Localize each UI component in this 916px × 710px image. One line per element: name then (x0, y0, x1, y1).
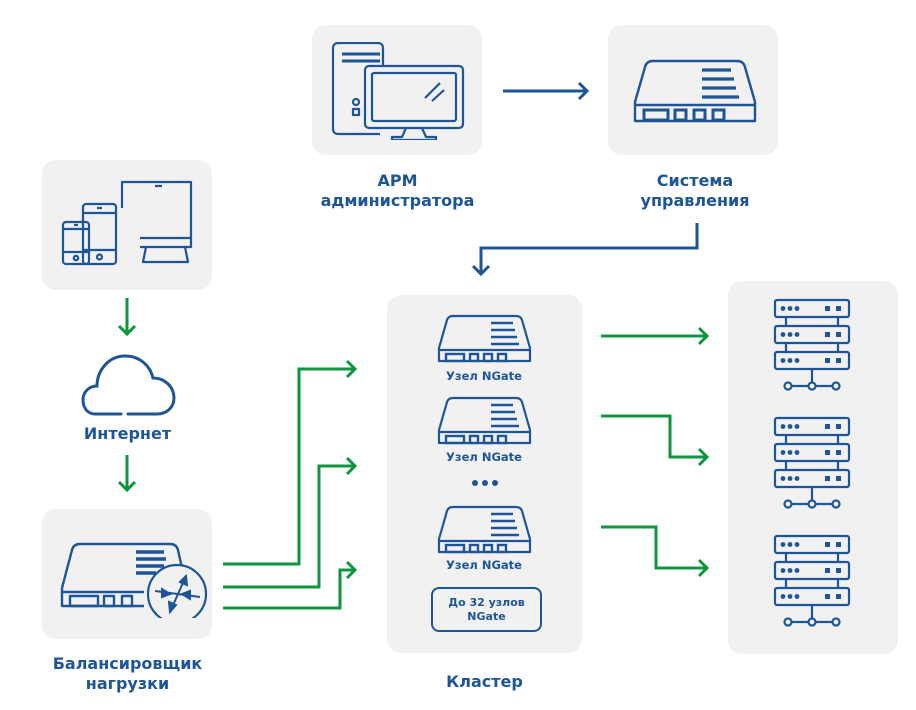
cloud-icon (81, 354, 176, 416)
admin-label-line1: АРМ (377, 171, 418, 190)
admin-label: АРМ администратора (290, 171, 505, 211)
admin-label-line2: администратора (320, 191, 475, 210)
ngate-node-icon (437, 505, 532, 554)
arrow-admin-to-control (503, 81, 590, 101)
ngate-node-label: Узел NGate (446, 558, 522, 572)
workstation-icon (331, 42, 465, 140)
arrow-control-to-cluster (471, 223, 699, 277)
arrow-cluster-to-servers-3 (601, 525, 710, 578)
server-rack-icon (773, 534, 851, 627)
ellipsis-icon (472, 480, 498, 486)
control-system-label-line1: Система (656, 171, 734, 190)
arrow-devices-to-internet (117, 298, 137, 337)
control-system-label-line2: управления (640, 191, 750, 210)
ngate-node-label: Узел NGate (446, 369, 522, 383)
arrow-cluster-to-servers-1 (601, 326, 710, 346)
arrow-cluster-to-servers-2 (601, 414, 710, 467)
devices-icon (61, 180, 193, 266)
internet-label: Интернет (83, 424, 172, 443)
appliance-icon (633, 59, 757, 123)
balancer-label-line2: нагрузки (85, 674, 170, 693)
control-system-label: Система управления (585, 171, 805, 211)
control-system-card (608, 25, 778, 155)
balancer-label-line1: Балансировщик (52, 654, 203, 673)
ngate-node-icon (437, 314, 532, 363)
arrow-balancer-to-cluster-2 (223, 456, 358, 589)
server-rack-icon (773, 416, 851, 509)
balancer-label: Балансировщик нагрузки (20, 654, 235, 694)
cluster-label: Кластер (446, 672, 523, 691)
node-limit-line2: NGate (467, 609, 506, 623)
ngate-node-label: Узел NGate (446, 450, 522, 464)
arrow-balancer-to-cluster-3 (223, 560, 358, 610)
load-balancer-icon (60, 542, 208, 618)
node-limit-line1: До 32 узлов (448, 595, 525, 609)
arrow-internet-to-balancer (117, 455, 137, 493)
server-rack-icon (773, 298, 851, 391)
arrow-balancer-to-cluster-1 (223, 359, 358, 566)
node-limit-badge: До 32 узлов NGate (431, 587, 542, 632)
ngate-node-icon (437, 396, 532, 445)
